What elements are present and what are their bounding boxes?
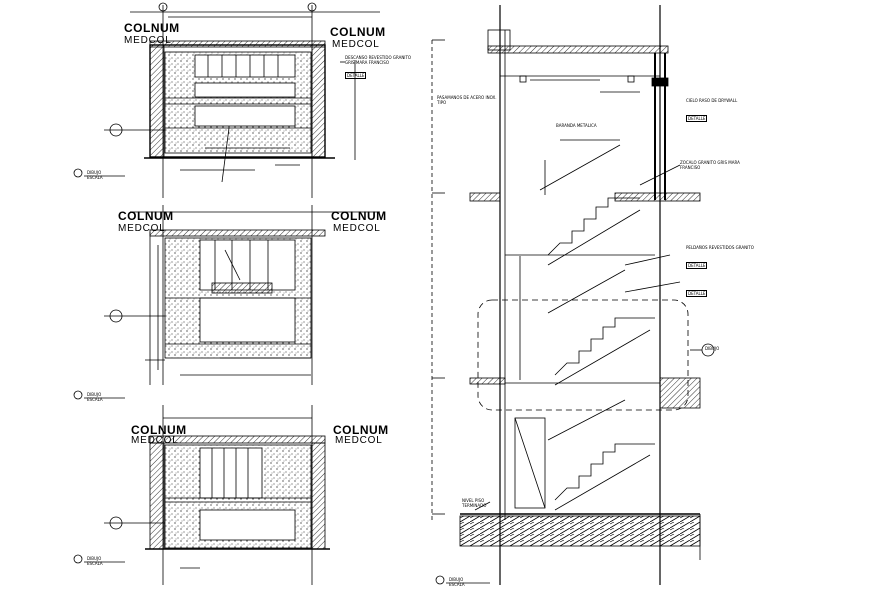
- elev2-right-sub: MEDCOL: [333, 223, 381, 234]
- elevation-3: [145, 405, 330, 585]
- elevation-2: [130, 205, 380, 385]
- section-markers: [73, 123, 165, 564]
- elev1-left-sub: MEDCOL: [124, 35, 172, 46]
- note-tag-4: DETALLE: [686, 290, 708, 297]
- note-tag-3: DETALLE: [686, 262, 708, 269]
- detail-marker: DIBUJO: [705, 346, 720, 351]
- scale-tag-2: DIBUJO ESCALA: [87, 392, 103, 402]
- note-skirting: ZOCALO GRANITO GRIS MARA FRANCISO: [680, 160, 740, 170]
- elevation-1: [130, 2, 380, 198]
- note-elev1: DESCANSO REVESTIDO GRANITO GRIS MARA FRA…: [345, 55, 412, 65]
- section-marker-bottom: [435, 575, 490, 585]
- note-level: NIVEL PISO TERMINADO: [462, 498, 487, 508]
- elev2-right-label: COLNUM: [331, 209, 387, 223]
- elev3-right-sub: MEDCOL: [335, 435, 383, 446]
- stair-section: [431, 5, 715, 585]
- elev1-right-label: COLNUM: [330, 25, 386, 39]
- scale-tag-4: DIBUJO ESCALA: [449, 577, 465, 587]
- note-steps: PELDAÑOS REVESTIDOS GRANITO: [686, 245, 754, 250]
- elev3-left-sub: MEDCOL: [131, 435, 179, 446]
- note-railing: BARANDA METALICA: [556, 123, 597, 128]
- elev1-left-label: COLNUM: [124, 21, 180, 35]
- elev3-left-label: COLNUM: [131, 423, 187, 437]
- scale-tag-1: DIBUJO ESCALA: [87, 170, 103, 180]
- elev2-left-sub: MEDCOL: [118, 223, 166, 234]
- note-tag-2: DETALLE: [686, 115, 708, 122]
- note-handrail: PASAMANOS DE ACERO INOX. TIPO: [437, 95, 497, 105]
- elev1-right-sub: MEDCOL: [332, 39, 380, 50]
- scale-tag-3: DIBUJO ESCALA: [87, 556, 103, 566]
- note-ceiling: CIELO RASO DE DRYWALL: [686, 98, 738, 103]
- elev3-right-label: COLNUM: [333, 423, 389, 437]
- elev2-left-label: COLNUM: [118, 209, 174, 223]
- note-tag-1: DETALLE: [345, 72, 367, 79]
